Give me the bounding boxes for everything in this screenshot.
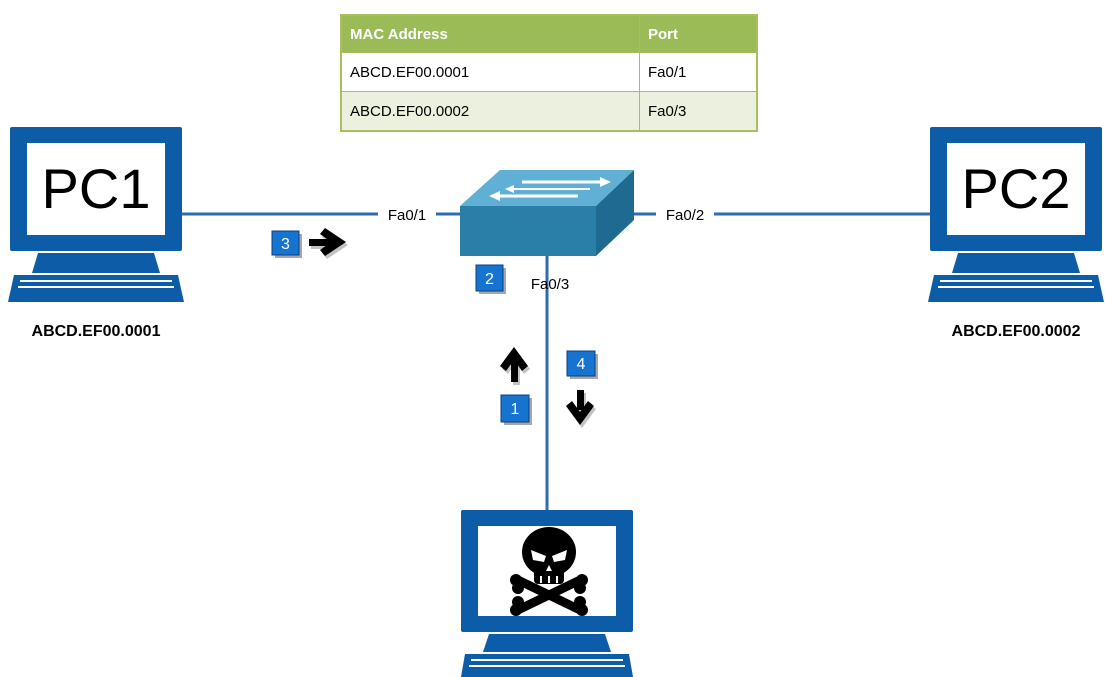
port-label-fa01: Fa0/1 xyxy=(388,207,426,224)
arrow-up-icon xyxy=(500,347,530,385)
port-cell: Fa0/1 xyxy=(639,52,757,92)
step-number-3: 3 xyxy=(281,236,290,253)
pc1-label: PC1 xyxy=(42,157,151,220)
table-row: ABCD.EF00.0001 Fa0/1 xyxy=(341,52,757,92)
network-switch-icon[interactable] xyxy=(460,170,634,256)
step-badge-1: 1 xyxy=(500,394,532,425)
pc1-mac-label: ABCD.EF00.0001 xyxy=(32,323,161,340)
port-label-fa03: Fa0/3 xyxy=(531,276,569,293)
mac-table-header-row: MAC Address Port xyxy=(341,15,757,53)
port-label-fa02: Fa0/2 xyxy=(666,207,704,224)
step-number-4: 4 xyxy=(577,356,586,373)
port-cell: Fa0/3 xyxy=(639,91,757,131)
step-badge-3: 3 xyxy=(271,230,302,258)
step-badge-2: 2 xyxy=(475,264,506,294)
step-number-1: 1 xyxy=(511,401,520,418)
mac-cell: ABCD.EF00.0002 xyxy=(341,91,640,131)
arrow-right-icon xyxy=(309,228,348,259)
arrow-down-icon xyxy=(566,390,596,428)
mac-table-header-port: Port xyxy=(639,15,757,53)
table-row: ABCD.EF00.0002 Fa0/3 xyxy=(341,91,757,131)
step-number-2: 2 xyxy=(485,271,494,288)
skull-crossbones-icon xyxy=(510,527,588,616)
step-badge-4: 4 xyxy=(566,350,598,379)
pc2-monitor-icon[interactable] xyxy=(928,127,1104,302)
mac-address-table: MAC Address Port ABCD.EF00.0001 Fa0/1 AB… xyxy=(340,14,758,132)
mac-cell: ABCD.EF00.0001 xyxy=(341,52,640,92)
pc1-monitor-icon[interactable] xyxy=(8,127,184,302)
pc2-label: PC2 xyxy=(962,157,1071,220)
pc2-mac-label: ABCD.EF00.0002 xyxy=(952,323,1081,340)
mac-table-header-mac: MAC Address xyxy=(341,15,640,53)
